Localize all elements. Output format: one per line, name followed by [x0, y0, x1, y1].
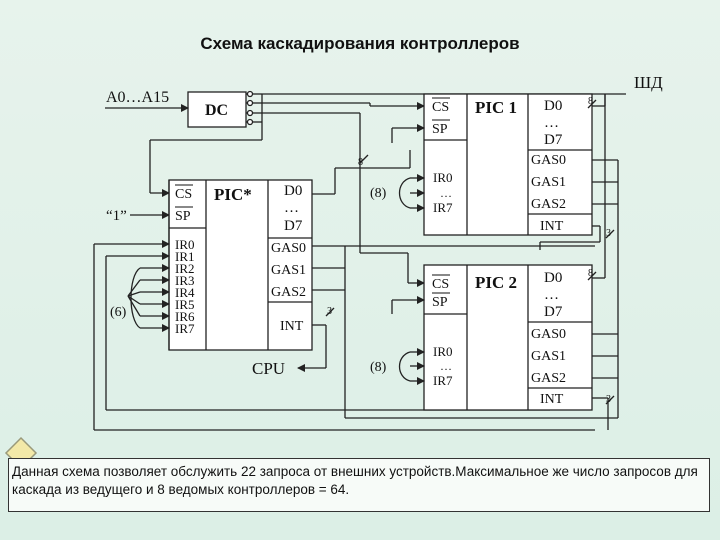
data-bus-label: ШД [634, 73, 663, 92]
slave2-pic-box [423, 264, 593, 411]
master-ir6-label: IR6 [175, 309, 195, 324]
caption-box [8, 458, 710, 512]
slave2-sp-label: SP [432, 295, 448, 310]
slave2-int-label: INT [540, 392, 564, 407]
slave2-d7-label: D7 [544, 304, 563, 320]
bus-width-int-slave2: 3 [606, 394, 611, 405]
slave1-pic-box [423, 93, 593, 236]
master-sp-label: SP [175, 209, 191, 224]
cpu-label: CPU [252, 359, 285, 378]
slave2-gas1-label: GAS1 [531, 349, 566, 364]
slave1-ir0-label: IR0 [433, 170, 453, 185]
bus-width-int-master: 3 [327, 306, 332, 317]
master-ir2-label: IR2 [175, 261, 195, 276]
slave2-cs-label: CS [432, 277, 449, 292]
slave1-gas2-label: GAS2 [531, 197, 566, 212]
bus-width-int-slave1: 3 [606, 228, 611, 239]
decoder-label: DC [205, 102, 228, 119]
slave2-ir7-label: IR7 [433, 373, 453, 388]
master-d7-label: D7 [284, 218, 303, 234]
caption-text: Данная схема позволяет обслужить 22 запр… [12, 464, 698, 497]
slave2-name: PIC 2 [475, 273, 517, 292]
master-ir3-label: IR3 [175, 273, 195, 288]
slave1-gas1-label: GAS1 [531, 175, 566, 190]
master-dots-label: … [284, 200, 299, 216]
master-ir5-label: IR5 [175, 297, 195, 312]
master-ir1-label: IR1 [175, 249, 195, 264]
bus-width-data-slave1: 8 [588, 96, 593, 107]
master-gas2-label: GAS2 [271, 285, 306, 300]
master-gas1-label: GAS1 [271, 263, 306, 278]
slave1-name: PIC 1 [475, 98, 517, 117]
slave2-ir0-label: IR0 [433, 344, 453, 359]
slave1-ir-dots-label: … [440, 186, 452, 200]
slave2-dots-label: … [544, 287, 559, 303]
slave2-group-label: (8) [370, 360, 387, 375]
master-int-label: INT [280, 319, 304, 334]
slave1-d0-label: D0 [544, 98, 562, 114]
slave1-group-label: (8) [370, 186, 387, 201]
master-d0-label: D0 [284, 183, 302, 199]
cascade-diagram: ШД A0…A15 DC CS SP “1” PIC* D0 … D7 IR0 … [93, 73, 663, 431]
slave1-d7-label: D7 [544, 132, 563, 148]
bus-width-data-slave2: 8 [588, 268, 593, 279]
slave2-gas2-label: GAS2 [531, 371, 566, 386]
slave1-ir7-label: IR7 [433, 200, 453, 215]
slave1-int-label: INT [540, 219, 564, 234]
slave1-cs-label: CS [432, 100, 449, 115]
master-pic-box [168, 179, 313, 351]
slide-title: Схема каскадирования контроллеров [200, 34, 520, 53]
master-gas0-label: GAS0 [271, 241, 306, 256]
decoder-box [187, 91, 247, 128]
master-ir4-label: IR4 [175, 285, 195, 300]
master-one-label: “1” [106, 208, 127, 224]
master-group-label: (6) [110, 305, 127, 320]
slave2-gas0-label: GAS0 [531, 327, 566, 342]
slave1-gas0-label: GAS0 [531, 153, 566, 168]
address-label: A0…A15 [106, 89, 169, 106]
bus-width-data-master: 8 [358, 157, 363, 168]
slave1-sp-label: SP [432, 122, 448, 137]
master-cs-label: CS [175, 187, 192, 202]
slave2-ir-dots-label: … [440, 359, 452, 373]
master-ir7-label: IR7 [175, 321, 195, 336]
master-ir0-label: IR0 [175, 237, 195, 252]
slave1-dots-label: … [544, 115, 559, 131]
master-name: PIC* [214, 185, 252, 204]
slave2-d0-label: D0 [544, 270, 562, 286]
